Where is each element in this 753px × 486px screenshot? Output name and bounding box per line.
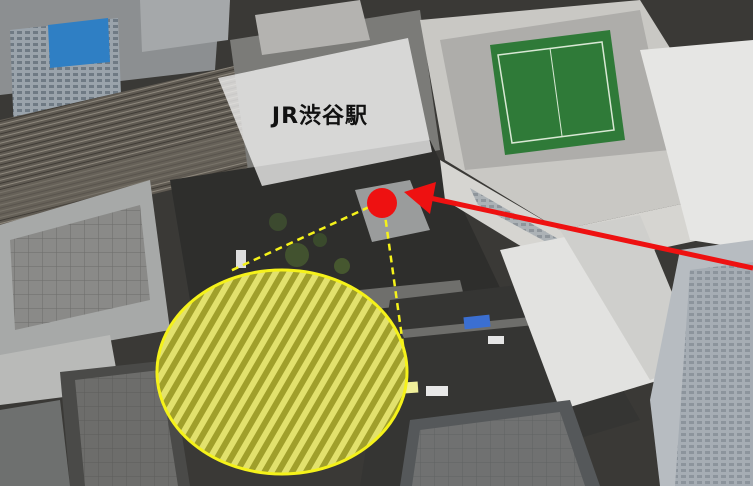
building-bottom-left bbox=[0, 400, 70, 486]
blue-billboard bbox=[48, 18, 110, 68]
red-arrow-head bbox=[404, 182, 436, 214]
rail-platform bbox=[0, 120, 290, 220]
roof-left-mid bbox=[10, 205, 150, 330]
plaza-trees bbox=[269, 213, 350, 274]
station-label: JR渋谷駅 bbox=[271, 104, 369, 129]
court-lines bbox=[497, 41, 615, 144]
station-roof-top bbox=[255, 0, 370, 55]
station-label-box bbox=[218, 38, 432, 186]
highlight-ellipse bbox=[155, 268, 409, 476]
station-canopy-right bbox=[640, 40, 753, 250]
sight-line-left bbox=[227, 200, 381, 274]
court-center-line bbox=[549, 47, 563, 137]
sight-line-right bbox=[382, 207, 406, 353]
building-top-left-2 bbox=[140, 0, 230, 52]
rooftop-futsal-court bbox=[490, 30, 625, 155]
tower-right-windows bbox=[675, 262, 753, 486]
platform-canopy bbox=[500, 230, 660, 410]
building-bottom-center-roof bbox=[412, 412, 585, 486]
facade-windows bbox=[470, 188, 570, 255]
red-arrow-shaft bbox=[429, 195, 753, 271]
tower-roof-lower-left bbox=[75, 370, 178, 486]
red-marker-dot bbox=[367, 188, 397, 218]
